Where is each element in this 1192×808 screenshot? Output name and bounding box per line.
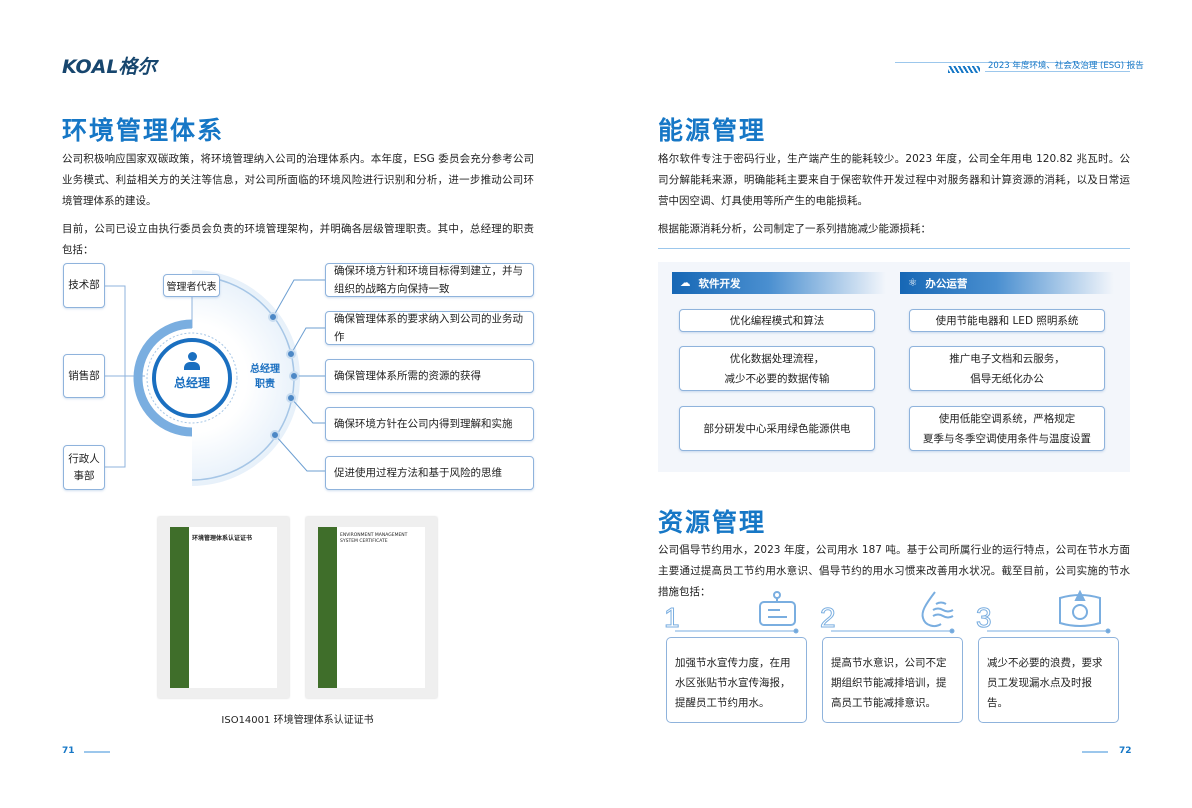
measure-item: 使用节能电器和 LED 照明系统 xyxy=(909,309,1105,332)
divider xyxy=(658,248,1130,249)
dept-admin-hr: 行政人事部 xyxy=(63,445,105,490)
group-label: 软件开发 xyxy=(698,277,741,290)
certificate-en: ENVIRONMENT MANAGEMENT SYSTEM CERTIFICAT… xyxy=(306,517,437,698)
logo: KOAL格尔 xyxy=(62,56,157,78)
duty-label-line2: 职责 xyxy=(255,379,275,390)
sign-board-icon xyxy=(759,591,796,626)
cert-cn-title: 环境管理体系认证证书 xyxy=(192,535,253,542)
resource-para: 公司倡导节约用水，2023 年度，公司用水 187 吨。基于公司所属行业的运行特… xyxy=(658,544,1130,598)
certificate-cn: 环境管理体系认证证书 xyxy=(158,517,289,698)
duty-item: 确保环境方针在公司内得到理解和实施 xyxy=(325,407,534,441)
person-icon xyxy=(184,352,200,370)
atom-icon: ⚛ xyxy=(908,277,918,289)
group-header-office: ⚛ 办公运营 xyxy=(900,272,1114,294)
dept-tech: 技术部 xyxy=(63,263,105,308)
measure-item: 部分研发中心采用绿色能源供电 xyxy=(679,406,875,451)
step-card: 减少不必要的浪费，要求员工发现漏水点及时报告。 xyxy=(978,637,1119,723)
step-number: 2 xyxy=(820,602,837,634)
energy-title: 能源管理 xyxy=(658,116,767,145)
management-rep: 管理者代表 xyxy=(163,274,220,297)
group-label: 办公运营 xyxy=(925,277,968,290)
duty-label-line1: 总经理 xyxy=(250,364,280,375)
page-number-right: 72 xyxy=(1119,746,1132,756)
page-number-left: 71 xyxy=(62,746,75,756)
group-header-software: ☁ 软件开发 xyxy=(672,272,886,294)
measure-item: 推广电子文档和云服务， 倡导无纸化办公 xyxy=(909,346,1105,391)
duty-item: 促进使用过程方法和基于风险的思维 xyxy=(325,456,534,490)
measure-item: 优化编程模式和算法 xyxy=(679,309,875,332)
org-diagram-lines xyxy=(105,270,325,486)
water-tank-icon xyxy=(1059,590,1101,627)
cloud-icon: ☁ xyxy=(680,277,691,289)
footer-line-right xyxy=(1082,751,1108,753)
duty-label: 总经理职责 xyxy=(248,362,282,392)
measure-item: 优化数据处理流程， 减少不必要的数据传输 xyxy=(679,346,875,391)
env-title: 环境管理体系 xyxy=(62,116,225,145)
resource-title: 资源管理 xyxy=(658,508,767,537)
step-card: 加强节水宣传力度，在用水区张贴节水宣传海报，提醒员工节约用水。 xyxy=(666,637,807,723)
duty-item: 确保环境方针和环境目标得到建立，并与组织的战略方向保持一致 xyxy=(325,263,534,297)
header-underline xyxy=(985,71,1130,72)
measure-item: 使用低能空调系统，严格规定 夏季与冬季空调使用条件与温度设置 xyxy=(909,406,1105,451)
env-para-2: 目前，公司已设立由执行委员会负责的环境管理架构，并明确各层级管理职责。其中，总经… xyxy=(62,223,534,256)
dept-sales: 销售部 xyxy=(63,354,105,398)
steps-lines xyxy=(675,590,1111,634)
cert-caption: ISO14001 环境管理体系认证证书 xyxy=(221,715,374,726)
report-title: 2023 年度环境、社会及治理 (ESG) 报告 xyxy=(988,61,1144,71)
energy-para-2: 根据能源消耗分析，公司制定了一系列措施减少能源损耗： xyxy=(658,223,931,235)
cert-en-title: ENVIRONMENT MANAGEMENT SYSTEM CERTIFICAT… xyxy=(340,533,408,544)
energy-para-1: 格尔软件专注于密码行业，生产端产生的能耗较少。2023 年度，公司全年用电 12… xyxy=(658,153,1130,207)
duty-item: 确保管理体系的要求纳入到公司的业务动作 xyxy=(325,311,534,345)
step-number: 3 xyxy=(976,602,993,634)
step-number: 1 xyxy=(664,602,681,634)
step-card: 提高节水意识，公司不定期组织节能减排培训，提高员工节能减排意识。 xyxy=(822,637,963,723)
header-stripes-icon xyxy=(948,66,980,73)
water-drop-icon xyxy=(921,591,954,627)
env-para-1: 公司积极响应国家双碳政策，将环境管理纳入公司的治理体系内。本年度，ESG 委员会… xyxy=(62,153,534,207)
duty-item: 确保管理体系所需的资源的获得 xyxy=(325,359,534,393)
header-line xyxy=(895,62,1130,63)
energy-measures-panel: ☁ 软件开发 ⚛ 办公运营 优化编程模式和算法 优化数据处理流程， 减少不必要的数据… xyxy=(658,262,1130,472)
footer-line-left xyxy=(84,751,110,753)
center-label: 总经理 xyxy=(173,376,210,390)
